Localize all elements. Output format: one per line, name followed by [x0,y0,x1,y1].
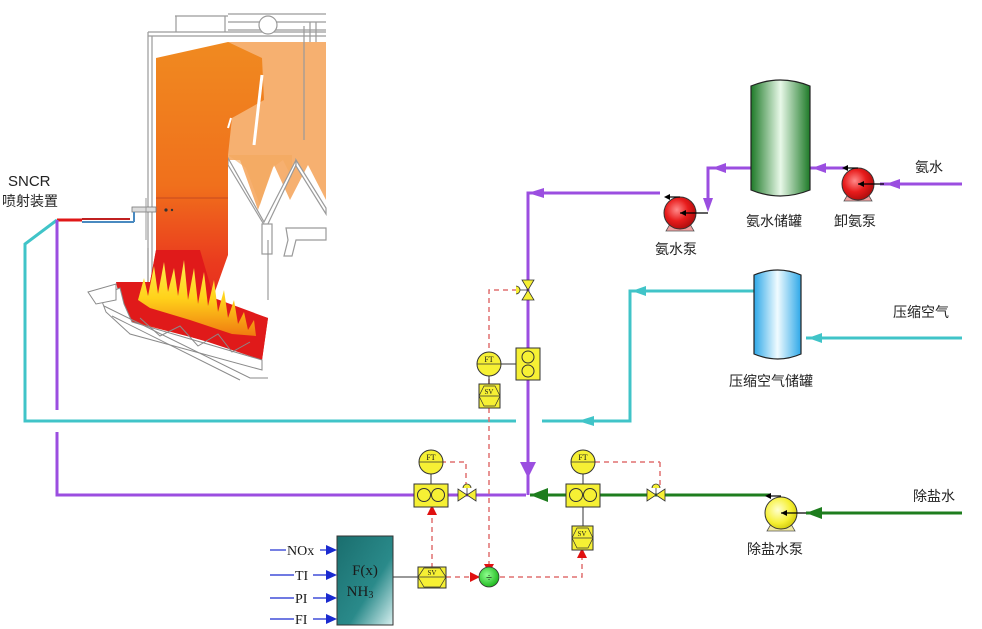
servo-ammonia[interactable]: SV [478,383,501,409]
svg-text:SV: SV [428,569,437,577]
ammonia-water-source-label: 氨水 [915,160,943,176]
water-line-flowmeter[interactable] [565,483,601,508]
svg-text:SV: SV [578,530,587,538]
input-nox: NOx [270,544,337,559]
nh3-controller[interactable]: F(x) NH3 [336,535,394,626]
flow-transmitter-water[interactable]: FT [570,449,596,475]
grate [87,240,269,381]
demin-water-pump[interactable] [764,493,806,532]
svg-text:F(x): F(x) [352,563,378,579]
flames [138,260,256,336]
servo-water[interactable]: SV [571,525,594,551]
ammonia-arrow-down [520,462,536,478]
ammonia-tank-label: 氨水储罐 [746,214,802,230]
svg-text:FI: FI [295,613,308,628]
sncr-label: SNCR [8,173,51,190]
servo-controller-output[interactable]: SV [417,566,447,589]
compressed-air-tank[interactable] [753,269,802,360]
unloading-pump[interactable] [841,165,884,202]
svg-text:NOx: NOx [287,544,314,559]
svg-text:FT: FT [426,453,435,462]
injector-feed-pipe [57,212,135,223]
demin-water-source-label: 除盐水 [913,489,955,505]
ammonia-storage-tank[interactable] [750,79,811,197]
svg-text:TI: TI [295,569,309,584]
svg-text:SV: SV [485,388,494,396]
signal-lines [431,289,661,578]
rear-hoppers [227,26,327,257]
ammonia-pump[interactable] [663,194,708,232]
input-fi: FI [270,613,337,628]
input-pi: PI [270,592,337,607]
ammonia-flowmeter[interactable] [515,347,541,381]
injection-nozzle [131,198,174,240]
controller-inputs: NOx TI PI FI [270,544,337,628]
input-ti: TI [270,569,337,584]
air-arrow [578,416,594,426]
demin-pump-label: 除盐水泵 [747,542,803,558]
svg-text:FT: FT [484,355,493,364]
svg-text:PI: PI [295,592,308,607]
flow-transmitter-main[interactable]: FT [418,449,444,475]
divider-summer[interactable]: ÷ [478,566,500,588]
controller-nh3-label: NH3 [347,584,374,601]
main-line-flowmeter[interactable] [413,483,449,508]
flow-transmitter-ammonia[interactable]: FT [476,351,502,377]
ammonia-pump-label: 氨水泵 [655,242,697,258]
main-line-control-valve[interactable] [457,483,477,502]
svg-text:FT: FT [578,453,587,462]
unload-pump-label: 卸氨泵 [834,214,876,230]
air-tank-label: 压缩空气储罐 [729,374,813,390]
sncr-injection-device-label: 喷射装置 [2,194,58,210]
svg-text:÷: ÷ [486,572,492,584]
water-line-control-valve[interactable] [646,483,666,502]
ammonia-control-valve[interactable] [515,279,535,301]
boiler-illustration [87,13,327,381]
water-arrow [530,488,548,502]
compressed-air-source-label: 压缩空气 [893,305,949,321]
